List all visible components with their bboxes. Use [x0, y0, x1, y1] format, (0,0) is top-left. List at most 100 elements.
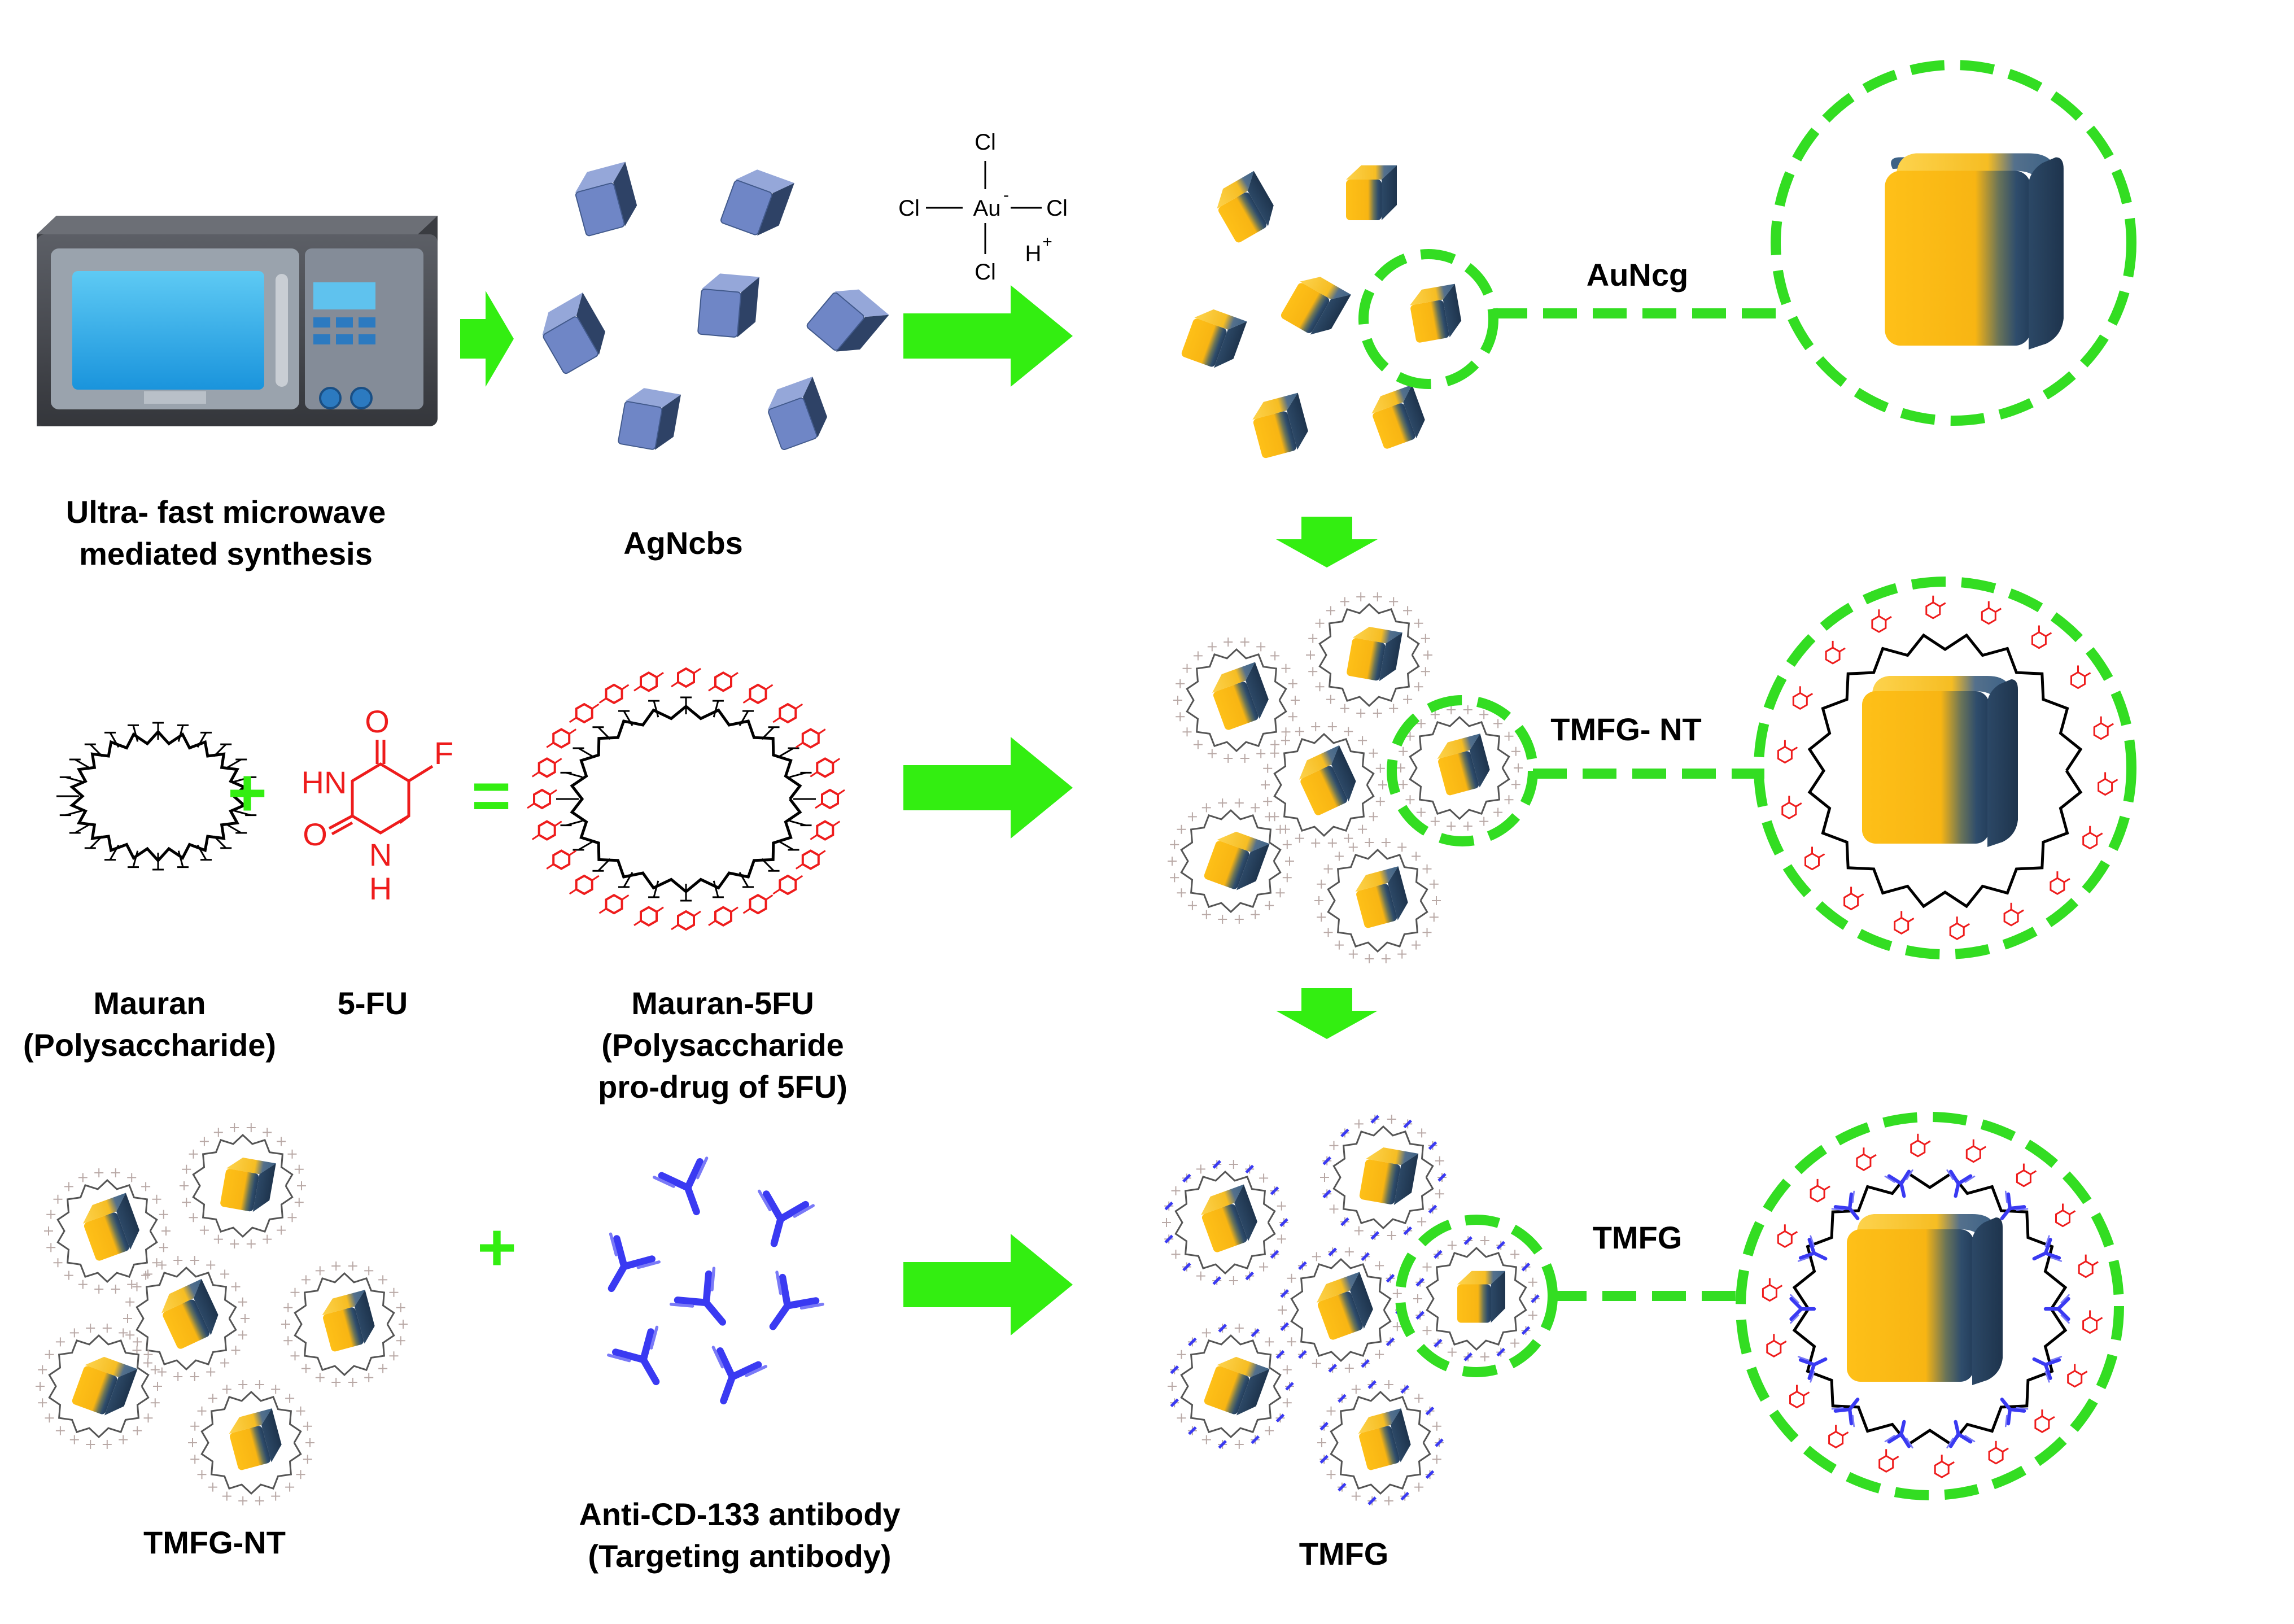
- drug-unit: [546, 728, 577, 749]
- label-tmfg-nt-zoom-text: TMFG- NT: [1550, 711, 1702, 747]
- drug-unit: [1878, 1449, 1899, 1473]
- gold-nanocube-zoom: [1862, 676, 2018, 847]
- drug-unit: [569, 874, 600, 896]
- antibody-icon: [652, 1156, 709, 1216]
- microwave-knob: [350, 387, 373, 409]
- drug-unit: [1981, 601, 2002, 625]
- gold-nanocube: [1437, 734, 1490, 796]
- drug-unit: [2078, 1254, 2099, 1278]
- drug-unit: [1762, 1278, 1783, 1302]
- drug-unit: [2098, 772, 2118, 796]
- label-mauran-5fu: Mauran-5FU (Polysaccharide pro-drug of 5…: [565, 983, 881, 1108]
- microwave-oven: [37, 216, 438, 426]
- fu-f: F: [434, 735, 453, 771]
- label-tmfg-zoom-text: TMFG: [1592, 1220, 1683, 1255]
- label-microwave-line2: mediated synthesis: [79, 536, 373, 571]
- drug-unit: [633, 906, 664, 927]
- microwave-display: [313, 282, 375, 309]
- gold-nanocube: [1457, 1271, 1505, 1323]
- drug-unit: [531, 820, 562, 841]
- drug-unit: [2034, 1409, 2055, 1433]
- label-agncbs: AgNcbs: [570, 522, 796, 564]
- drug-unit: [546, 849, 577, 870]
- antibody-coating: [1317, 1380, 1444, 1505]
- small-ring-auncg: [1358, 249, 1498, 389]
- gold-nanocube: [1410, 283, 1462, 343]
- drug-unit: [815, 788, 845, 810]
- label-auncg-text: AuNcg: [1586, 257, 1689, 293]
- plus-sign-1: +: [228, 755, 267, 831]
- antibody-icon: [607, 1325, 660, 1386]
- drug-unit: [1934, 1455, 1955, 1478]
- drug-unit: [772, 874, 803, 896]
- gold-nanocube: [82, 1193, 139, 1261]
- label-tmfg-nt-bottom: TMFG-NT: [102, 1522, 327, 1564]
- drug-unit: [2082, 826, 2103, 850]
- equals-operator: =: [471, 758, 511, 833]
- antibody-icon: [1797, 1356, 1828, 1383]
- arrow-mauran5fu-to-tmfgnt: [903, 737, 1073, 839]
- zoomed-auncg-cube: [1885, 153, 2064, 350]
- antibody-group: [607, 1156, 824, 1405]
- drug-unit: [2055, 1203, 2076, 1228]
- polymer-coating: [36, 1324, 162, 1449]
- silver-nanocube: [618, 388, 681, 450]
- tmfg-nt-particles-left: [36, 1123, 408, 1505]
- plus-operator: +: [228, 755, 267, 831]
- zoom-callouts: [1358, 60, 2136, 1500]
- drug-unit: [598, 683, 630, 705]
- drug-unit: [708, 671, 739, 692]
- auncg-gold-nanocages: [1181, 165, 1462, 459]
- silver-nanocube: [697, 273, 760, 338]
- gold-nanocube: [1204, 831, 1270, 890]
- gold-nanocube: [1316, 1272, 1373, 1340]
- silver-nanocube: [575, 161, 637, 237]
- silver-nanocube: [720, 169, 794, 236]
- antibody-coating: [1278, 1247, 1404, 1373]
- proton-charge: +: [1042, 233, 1052, 251]
- antibody-coating: [1320, 1115, 1447, 1240]
- label-mauran-line1: Mauran: [93, 985, 206, 1021]
- arrow-microwave-to-agncbs: [460, 291, 514, 387]
- cl-top: Cl: [975, 130, 996, 155]
- label-tmfg-nt-zoom: TMFG- NT: [1513, 709, 1739, 750]
- antibody-icon: [1884, 1169, 1913, 1198]
- drug-unit: [2050, 871, 2070, 895]
- polymer-coating: [188, 1380, 314, 1505]
- label-microwave-synthesis: Ultra- fast microwave mediated synthesis: [28, 491, 423, 575]
- polymer-coating: [1168, 798, 1294, 924]
- gold-nanocube-zoom: [1847, 1214, 2003, 1385]
- drug-unit: [527, 788, 557, 810]
- drug-unit: [795, 849, 826, 870]
- proton: H: [1025, 241, 1042, 266]
- drug-unit: [2070, 665, 2091, 689]
- gold-nanocube: [1299, 745, 1356, 815]
- polymer-coating: [44, 1168, 171, 1294]
- drug-unit: [671, 910, 701, 931]
- antibody-coating: [1162, 1160, 1288, 1285]
- mauran-5fu-conjugate-structure: [527, 667, 845, 931]
- polymer-coating: [180, 1123, 306, 1248]
- mauran-polysaccharide-structure: [56, 722, 260, 871]
- label-microwave-line1: Ultra- fast microwave: [65, 494, 386, 530]
- label-auncg: AuNcg: [1524, 254, 1750, 296]
- silver-nanocube: [542, 293, 605, 374]
- arrow-tmfgnt-to-tmfg: [1276, 988, 1378, 1039]
- drug-unit: [633, 671, 664, 692]
- gold-nanocube: [1281, 277, 1351, 335]
- drug-unit: [742, 683, 774, 705]
- label-antibody-line1: Anti-CD-133 antibody: [579, 1496, 901, 1532]
- big-ring-tmfg: [1736, 1112, 2124, 1500]
- tmfg-nt-particles: [1168, 592, 1523, 963]
- gold-nanocube: [1204, 1356, 1270, 1416]
- drug-unit: [2003, 902, 2024, 927]
- fu-o-top: O: [365, 704, 390, 739]
- antibody-icon: [1946, 1169, 1976, 1198]
- label-tmfg-bottom-text: TMFG: [1299, 1536, 1389, 1571]
- flow-arrows: [460, 285, 1378, 1335]
- antibody-icon: [757, 1189, 815, 1247]
- drug-unit: [2031, 625, 2052, 649]
- label-mauran5fu-line1: Mauran-5FU: [631, 985, 814, 1021]
- label-mauran: Mauran (Polysaccharide): [0, 983, 299, 1066]
